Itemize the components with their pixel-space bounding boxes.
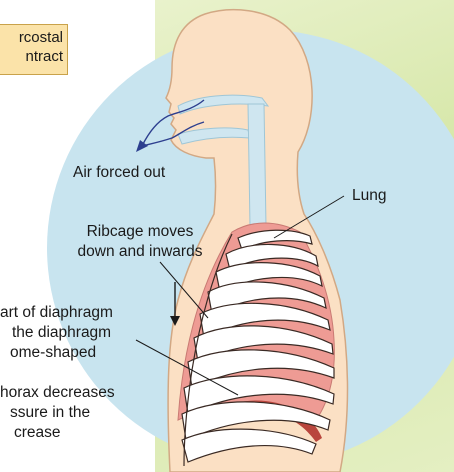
thorax-label-line-1: horax decreases <box>0 383 115 403</box>
diaphragm-label-line-2: the diaphragm <box>12 323 111 343</box>
diaphragm-label-line-1: art of diaphragm <box>0 303 113 323</box>
lung-label: Lung <box>352 186 386 206</box>
air-forced-out-label: Air forced out <box>73 163 165 183</box>
ribcage-label-line-2: down and inwards <box>60 242 220 262</box>
thorax-label-line-3: crease <box>14 423 61 443</box>
thorax-label-line-2: ssure in the <box>10 403 90 423</box>
diaphragm-label-line-3: ome-shaped <box>10 343 96 363</box>
callout-line-2: ntract <box>0 47 67 66</box>
trachea <box>248 104 266 226</box>
callout-line-1: rcostal <box>0 28 67 47</box>
ribcage-label-line-1: Ribcage moves <box>60 222 220 242</box>
intercostal-callout: rcostal ntract <box>0 24 68 75</box>
